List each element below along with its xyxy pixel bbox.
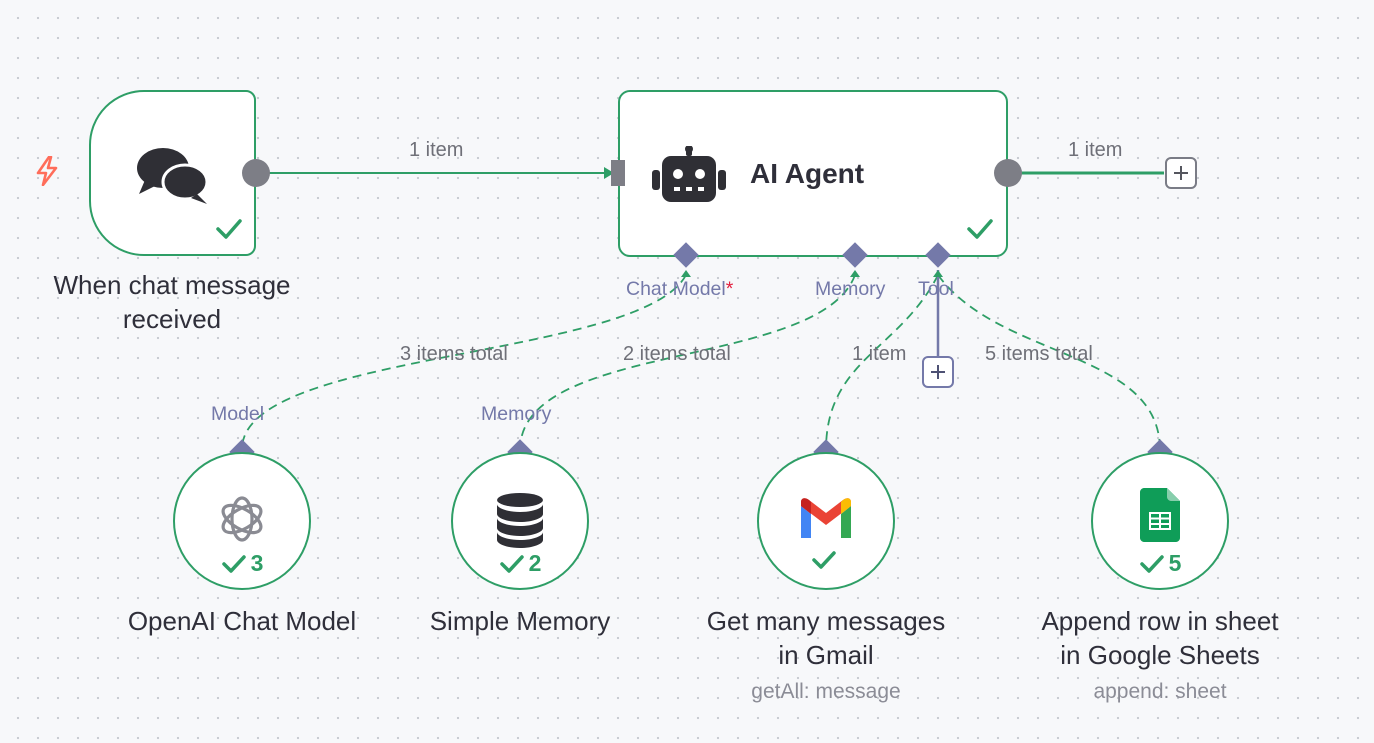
connection-chat-model[interactable] [241, 274, 687, 451]
success-check-icon [1139, 554, 1164, 573]
ai-agent-output-handle[interactable] [994, 159, 1022, 187]
openai-node-label: OpenAI Chat Model [127, 606, 357, 636]
memory-edge-item-count: 2 items total [623, 343, 731, 365]
plus-icon [931, 365, 945, 379]
success-check-icon [499, 554, 524, 573]
tool-slot-label: Tool [918, 278, 954, 300]
chat-model-edge-item-count: 3 items total [400, 343, 508, 365]
gmail-run-status [759, 550, 893, 570]
sheets-run-status: 5 [1093, 550, 1227, 577]
openai-input-label: Model [211, 403, 265, 425]
ai-agent-title: AI Agent [750, 158, 865, 189]
sheets-edge-item-count: 5 items total [985, 343, 1093, 365]
slot-arrow-memory [850, 270, 860, 277]
gmail-get-messages-node[interactable] [757, 452, 895, 590]
memory-node-label: Simple Memory [429, 606, 611, 636]
connection-tool-gmail[interactable] [825, 274, 939, 451]
simple-memory-node[interactable]: 2 [451, 452, 589, 590]
memory-run-status: 2 [453, 550, 587, 577]
success-check-icon [812, 551, 836, 569]
required-mark: * [725, 278, 734, 300]
robot-icon [652, 146, 726, 202]
openai-icon [221, 496, 263, 542]
gmail-edge-item-count: 1 item [852, 343, 907, 365]
ai-agent-node[interactable]: AI Agent [618, 90, 1008, 257]
trigger-node-when-chat-message-received[interactable] [89, 90, 256, 256]
ai-agent-input-handle[interactable] [611, 160, 625, 186]
google-sheets-icon [1140, 488, 1180, 542]
connection-arrowhead [604, 167, 614, 179]
chat-model-slot-label: Chat Model* [626, 278, 733, 301]
add-tool-button[interactable] [922, 356, 954, 388]
openai-chat-model-node[interactable]: 3 [173, 452, 311, 590]
sheets-node-operation: append: sheet [1093, 680, 1227, 703]
google-sheets-append-node[interactable]: 5 [1091, 452, 1229, 590]
memory-input-label: Memory [481, 403, 552, 425]
gmail-node-label: Get many messages in Gmail [706, 606, 946, 670]
success-check-icon [216, 219, 242, 239]
sheets-node-label: Append row in sheet in Google Sheets [1041, 606, 1279, 670]
openai-run-status: 3 [175, 550, 309, 577]
slot-arrow-chat-model [681, 270, 691, 277]
openai-run-count: 3 [250, 550, 264, 576]
slot-arrow-tool [933, 270, 943, 277]
connection-tool-sheets[interactable] [937, 274, 1161, 451]
success-check-icon [967, 219, 993, 239]
add-next-node-button[interactable] [1165, 157, 1197, 189]
chat-model-slot-text: Chat Model [626, 278, 726, 300]
gmail-node-operation: getAll: message [751, 680, 901, 703]
database-icon [497, 493, 543, 548]
plus-icon [1174, 166, 1188, 180]
memory-slot-label: Memory [815, 278, 886, 300]
success-check-icon [221, 554, 246, 573]
trigger-lightning-icon [36, 156, 58, 186]
chat-bubbles-icon [137, 148, 209, 204]
trigger-output-handle[interactable] [242, 159, 270, 187]
gmail-icon [801, 498, 851, 538]
ai-agent-output-item-count: 1 item [1068, 139, 1123, 161]
sheets-run-count: 5 [1168, 550, 1182, 576]
memory-run-count: 2 [528, 550, 542, 576]
trigger-node-label: When chat message received [53, 270, 291, 334]
trigger-output-item-count: 1 item [409, 139, 464, 161]
